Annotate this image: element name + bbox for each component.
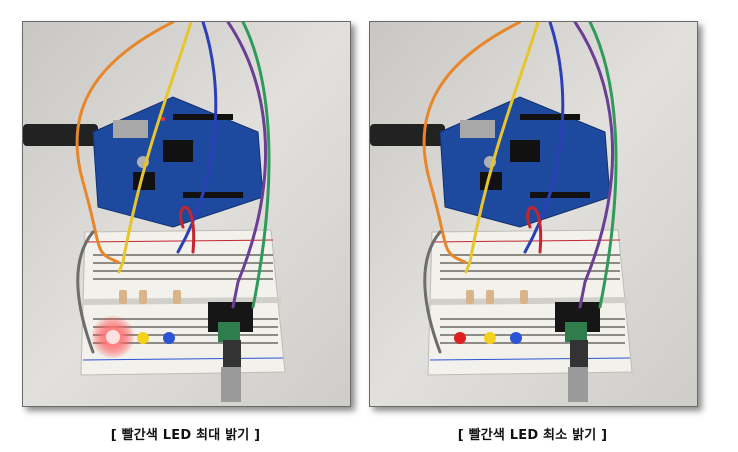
rotary-encoder — [208, 302, 253, 402]
arduino-board — [439, 96, 611, 228]
wire-orange — [422, 22, 522, 264]
wire-green — [588, 22, 618, 309]
rotary-encoder — [555, 302, 600, 402]
wire-yellow — [464, 22, 540, 274]
wire-purple — [573, 22, 615, 309]
red-led — [106, 330, 120, 344]
yellow-led — [484, 332, 496, 344]
wire-green — [241, 22, 271, 309]
usb-cable — [23, 124, 98, 146]
caption-max: [ 빨간색 LED 최대 밝기 ] — [110, 428, 261, 443]
wire-gray — [76, 230, 95, 354]
blue-led — [163, 332, 175, 344]
leds — [454, 332, 522, 344]
circuit-photo-min — [370, 22, 697, 406]
wire-gray — [423, 230, 442, 354]
wire-red — [179, 205, 196, 254]
resistors — [466, 290, 528, 304]
resistors — [119, 290, 181, 304]
wire-yellow — [117, 22, 193, 274]
circuit-photo-max — [23, 22, 350, 406]
red-led — [454, 332, 466, 344]
wire-red — [526, 205, 543, 254]
wire-purple — [226, 22, 268, 309]
photo-red-led-max — [22, 21, 351, 407]
usb-cable — [370, 124, 445, 146]
photo-red-led-min — [369, 21, 698, 407]
caption-min: [ 빨간색 LED 최소 밝기 ] — [457, 428, 608, 443]
wire-orange — [75, 22, 175, 264]
blue-led — [510, 332, 522, 344]
leds — [91, 315, 175, 359]
yellow-led — [137, 332, 149, 344]
